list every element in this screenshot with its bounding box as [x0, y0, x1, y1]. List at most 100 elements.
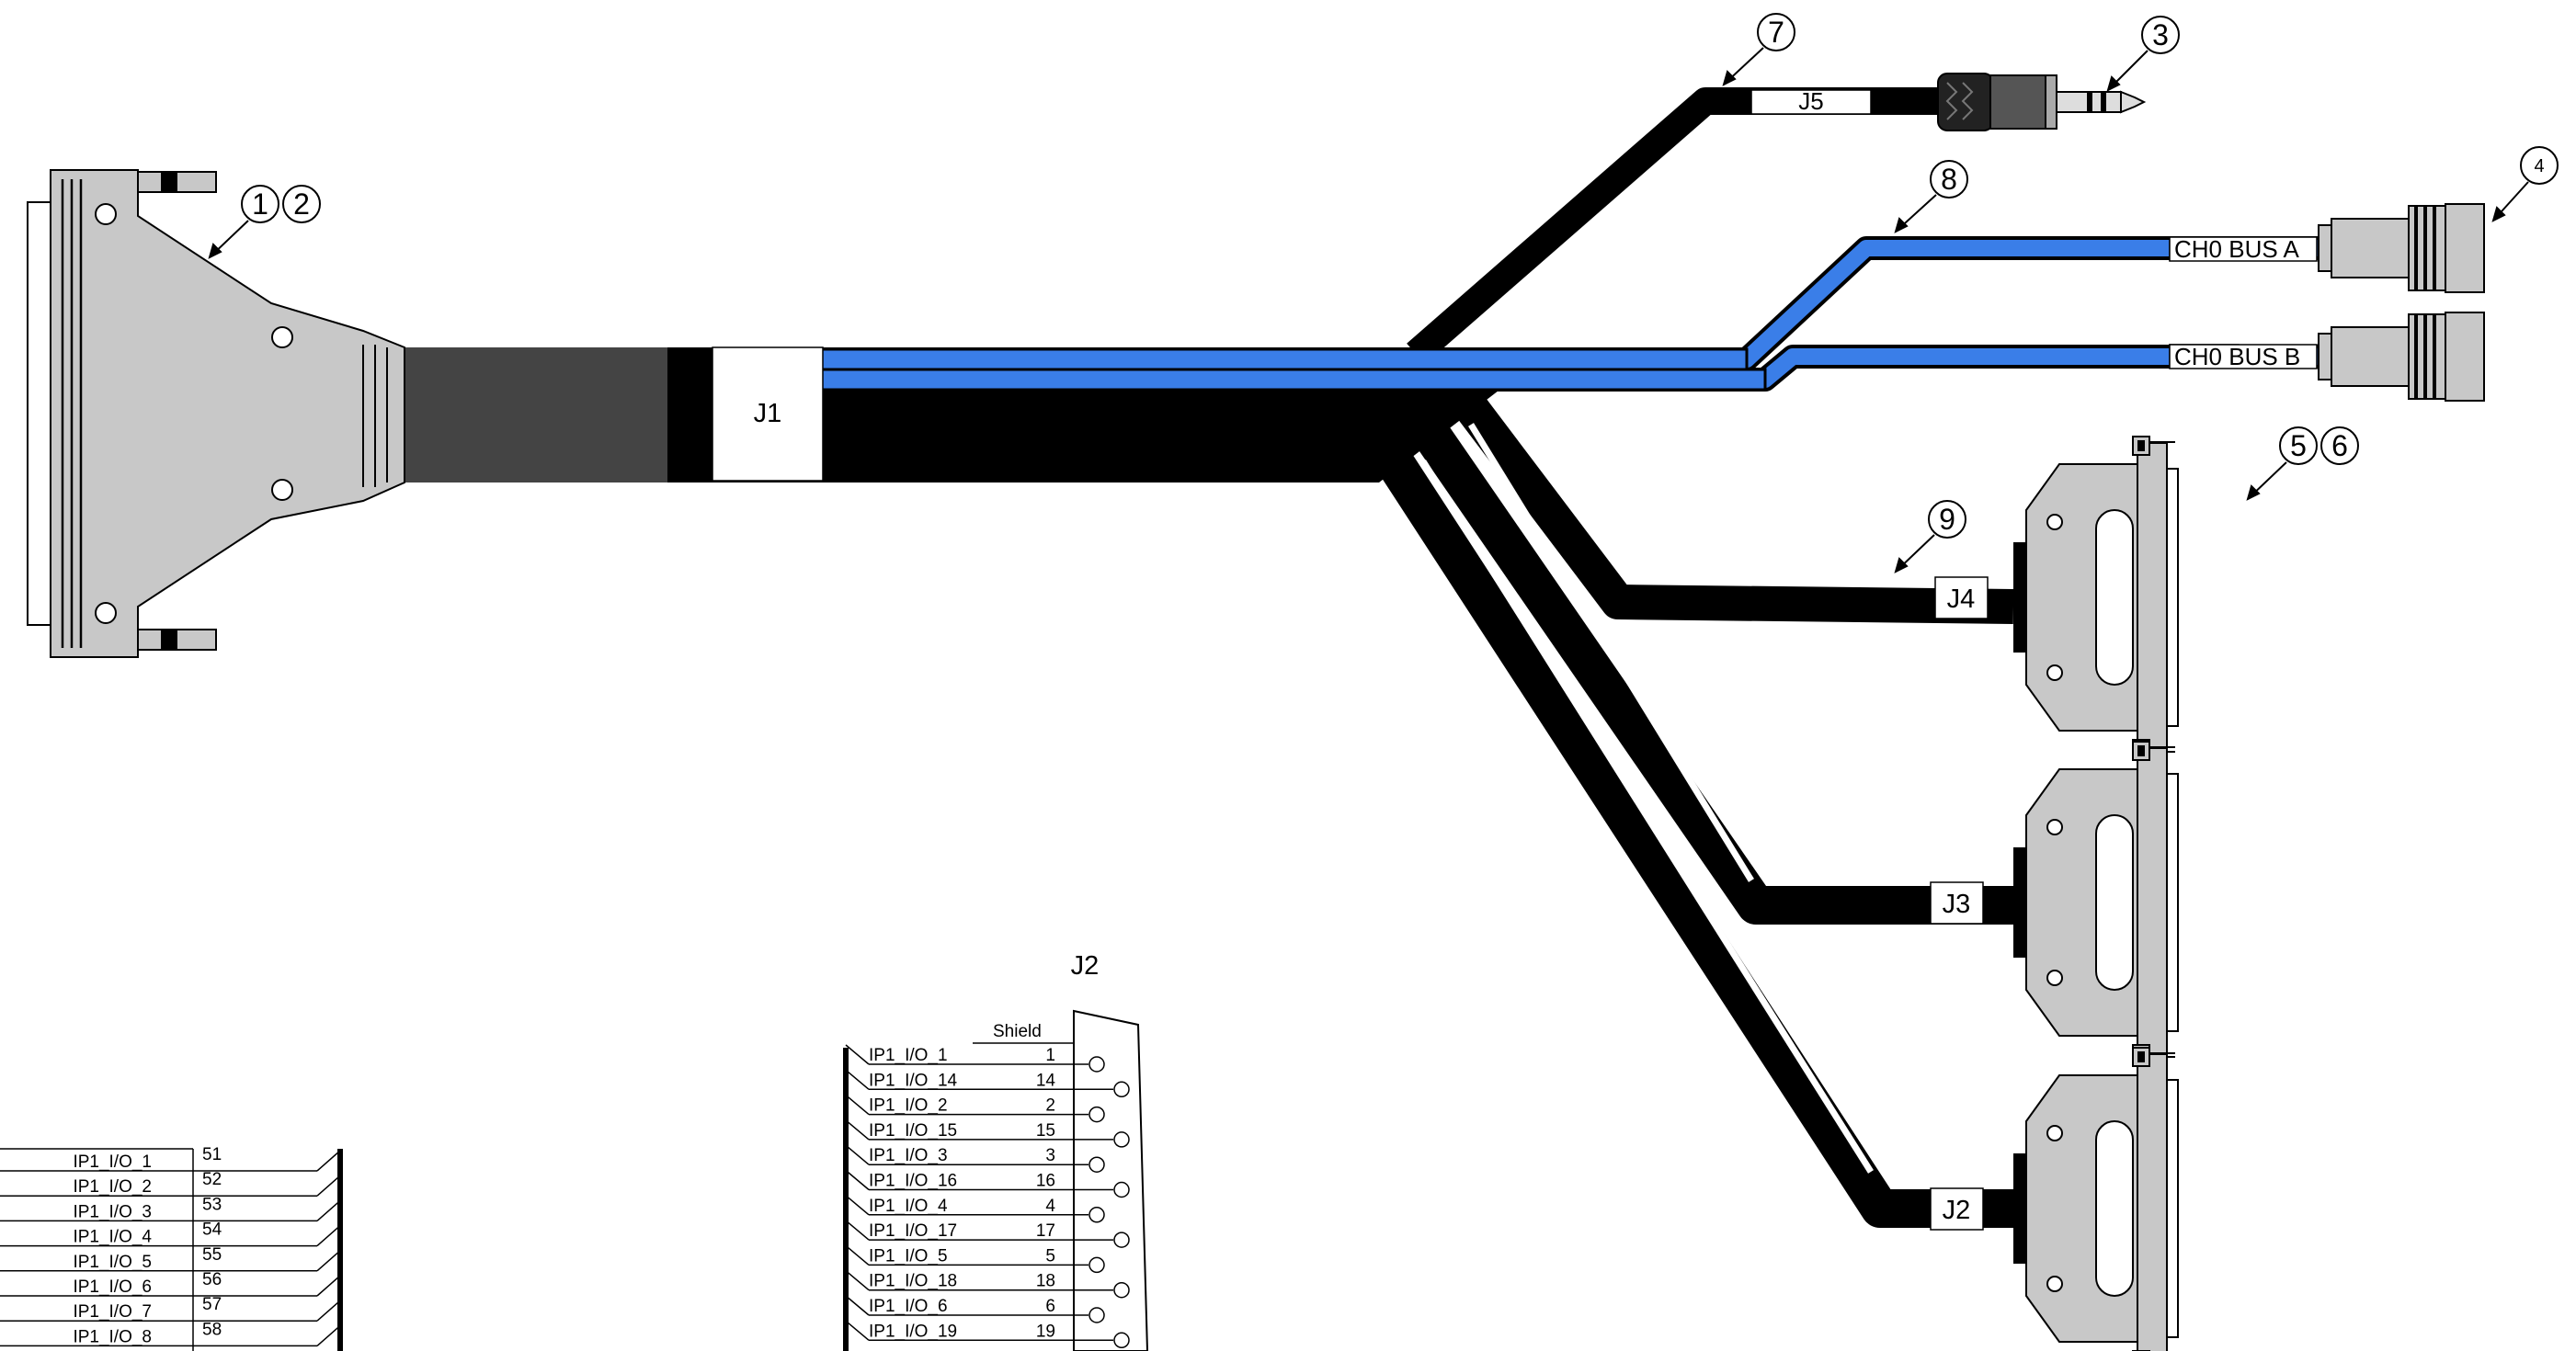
svg-text:1: 1 — [252, 187, 268, 221]
pin-circle — [1089, 1256, 1105, 1274]
j1-pin-row: IP1_I/O_8 58 — [0, 1320, 341, 1346]
pin-circle — [1089, 1106, 1105, 1123]
pin-number: 14 — [1036, 1071, 1056, 1090]
callout-5 — [2279, 426, 2318, 465]
callout-1 — [241, 185, 279, 223]
bus-a-label: CH0 BUS A — [2174, 235, 2299, 263]
callout-8 — [1930, 160, 1968, 199]
pin-signal: IP1_I/O_4 — [869, 1197, 948, 1216]
svg-text:6: 6 — [2331, 429, 2348, 462]
pin-circle — [1113, 1131, 1130, 1148]
j5-audio-plug: J5 — [1750, 73, 2147, 131]
j2-pin-row: IP1_I/O_1 1 — [845, 1044, 1105, 1073]
pin-number: 19 — [1036, 1322, 1055, 1341]
cable-j4 — [1447, 384, 2014, 624]
pin-number: 4 — [1045, 1197, 1055, 1216]
j2-pin-row: IP1_I/O_3 3 — [845, 1144, 1105, 1173]
svg-text:3: 3 — [2152, 18, 2169, 51]
pin-number: 55 — [202, 1245, 222, 1265]
j1-pin-row: IP1_I/O_3 53 — [0, 1195, 341, 1221]
cable-j3 — [1413, 421, 2013, 925]
j2-connector: J2 — [1930, 1047, 2179, 1351]
pin-signal: IP1_I/O_5 — [869, 1246, 948, 1266]
j5-label-text: J5 — [1798, 87, 1823, 115]
pin-circle — [1113, 1181, 1130, 1198]
callout-7 — [1757, 13, 1795, 51]
shield-label: Shield — [993, 1022, 1042, 1041]
svg-text:8: 8 — [1941, 163, 1957, 196]
pin-signal: IP1_I/O_4 — [73, 1228, 152, 1247]
pin-signal: IP1_I/O_2 — [73, 1177, 152, 1197]
pin-number: 1 — [1045, 1046, 1055, 1065]
j3-connector: J3 — [1930, 741, 2179, 1064]
pin-circle — [1113, 1332, 1130, 1349]
cable-boot — [405, 347, 671, 482]
j3-label-text: J3 — [1943, 890, 1971, 919]
pin-signal: IP1_I/O_14 — [869, 1071, 958, 1090]
j1-pin-row: IP1_I/O_4 54 — [0, 1220, 341, 1247]
pin-number: 5 — [1045, 1246, 1055, 1266]
pin-number: 56 — [202, 1270, 222, 1289]
callout-numbers: 1 2 3 4 5 6 7 8 9 — [252, 16, 2544, 536]
j4-label-text: J4 — [1947, 585, 1976, 614]
pin-number: 16 — [1036, 1172, 1055, 1191]
pin-circle — [1113, 1081, 1130, 1098]
pin-signal: IP1_I/O_2 — [869, 1096, 948, 1116]
j2-pin-row: IP1_I/O_14 14 — [845, 1069, 1130, 1098]
svg-text:5: 5 — [2290, 429, 2307, 462]
pin-circle — [1113, 1281, 1130, 1299]
pin-signal: IP1_I/O_8 — [73, 1327, 152, 1346]
j2-pinout-title: J2 — [1071, 951, 1100, 981]
j2-pin-row: IP1_I/O_4 4 — [845, 1195, 1105, 1223]
pin-number: 15 — [1036, 1121, 1055, 1141]
callouts — [208, 13, 2559, 573]
j2-pin-row: IP1_I/O_5 5 — [845, 1244, 1105, 1274]
cable-runs — [405, 87, 2321, 1228]
pin-circle — [1089, 1156, 1105, 1173]
pin-number: 6 — [1045, 1297, 1055, 1316]
svg-text:2: 2 — [293, 187, 310, 221]
pin-signal: IP1_I/O_16 — [869, 1172, 957, 1191]
svg-text:4: 4 — [2534, 156, 2544, 176]
pin-number: 54 — [202, 1220, 222, 1240]
j1-pin-row: IP1_I/O_5 55 — [0, 1245, 341, 1272]
callout-6 — [2320, 426, 2359, 465]
j4-connector: J4 — [1934, 436, 2179, 759]
pin-number: 52 — [202, 1170, 222, 1189]
j2-pin-row: IP1_I/O_16 16 — [845, 1169, 1130, 1198]
j1-pin-row: IP1_I/O_7 57 — [0, 1295, 341, 1322]
callout-9 — [1928, 500, 1966, 539]
j1-label-text: J1 — [754, 399, 782, 428]
pin-signal: IP1_I/O_1 — [73, 1152, 152, 1172]
pin-signal: IP1_I/O_15 — [869, 1121, 957, 1141]
j1-connector — [27, 169, 405, 658]
callout-3 — [2141, 16, 2180, 54]
cable-trunk — [671, 391, 1499, 482]
cable-j5 — [1407, 87, 1949, 365]
pin-circle — [1089, 1307, 1105, 1323]
j2-label-text: J2 — [1943, 1196, 1971, 1225]
pin-number: 3 — [1045, 1146, 1055, 1165]
pin-signal: IP1_I/O_5 — [73, 1253, 152, 1272]
cable-bus-a — [671, 236, 2321, 371]
callout-4 — [2520, 146, 2559, 185]
pin-signal: IP1_I/O_18 — [869, 1272, 957, 1291]
pin-number: 51 — [202, 1145, 222, 1164]
pin-signal: IP1_I/O_7 — [73, 1302, 152, 1322]
pin-number: 57 — [202, 1295, 222, 1314]
pin-circle — [1089, 1207, 1105, 1223]
pin-circle — [1113, 1232, 1130, 1248]
j1-label: J1 — [712, 346, 824, 482]
bus-b-label: CH0 BUS B — [2174, 343, 2300, 370]
pin-signal: IP1_I/O_1 — [869, 1046, 948, 1065]
j1-pin-row: IP1_I/O_2 52 — [0, 1170, 341, 1197]
pin-number: 58 — [202, 1320, 222, 1339]
svg-text:9: 9 — [1939, 503, 1955, 536]
pin-signal: IP1_I/O_3 — [869, 1146, 948, 1165]
pin-number: 53 — [202, 1195, 222, 1214]
pin-signal: IP1_I/O_3 — [73, 1202, 152, 1221]
